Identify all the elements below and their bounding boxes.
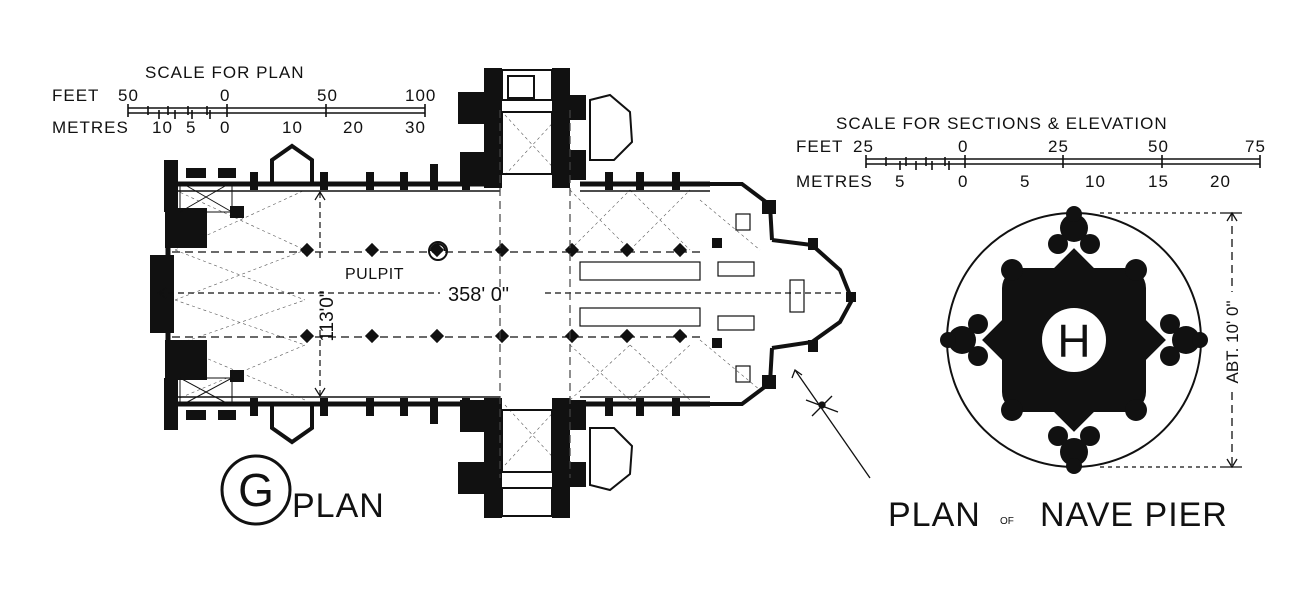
plan-scale-title: SCALE FOR PLAN	[145, 63, 305, 82]
section-scale-metres-tick: 20	[1210, 172, 1231, 191]
pier-letter-circle	[1042, 308, 1106, 372]
section-scale-metres-tick: 5	[1020, 172, 1030, 191]
vaulting-lines	[174, 114, 761, 466]
pier-caption-left: PLAN	[888, 496, 981, 534]
section-scale-feet-label: FEET	[796, 137, 843, 156]
plan-scale-metres-tick: 10	[282, 118, 303, 137]
plan-scale-metres-tick: 5	[186, 118, 196, 137]
west-towers	[150, 160, 244, 430]
plan-scale-feet-tick: 100	[405, 86, 436, 105]
pier-letter: H	[1057, 315, 1090, 367]
plan-scale-feet-tick: 0	[220, 86, 230, 105]
dimension-lines	[156, 110, 845, 478]
plan-scale-metres-tick: 20	[343, 118, 364, 137]
plan-scale: SCALE FOR PLAN FEET 50 0 50 100 METRES 1…	[52, 63, 436, 137]
nave-pier-plan: H ABT. 10' 0"	[940, 206, 1242, 474]
plan-caption: G PLAN	[220, 454, 385, 526]
plan-length-dimension: 358' 0"	[448, 284, 509, 306]
inner-wall-lines	[172, 190, 710, 398]
section-scale-metres-tick: 10	[1085, 172, 1106, 191]
outer-walls	[165, 181, 710, 407]
pulpit-label: PULPIT	[345, 266, 404, 283]
section-scale-feet-tick: 50	[1148, 137, 1169, 156]
plan-scale-feet-tick: 50	[118, 86, 139, 105]
section-scale-metres-label: METRES	[796, 172, 873, 191]
plan-letter: G	[238, 464, 274, 516]
plan-scale-metres-tick: 0	[220, 118, 230, 137]
section-scale: SCALE FOR SECTIONS & ELEVATION FEET 25 0…	[796, 114, 1266, 191]
pier-dimension-label: ABT. 10' 0"	[1223, 301, 1242, 384]
choir-apse	[579, 182, 856, 406]
plan-letter-circle	[220, 454, 292, 526]
plan-scale-feet-tick: 50	[317, 86, 338, 105]
section-scale-feet-tick: 75	[1245, 137, 1266, 156]
cathedral-floor-plan: PULPIT 113'0" 358' 0"	[150, 68, 871, 518]
pier-dimension-line	[1100, 211, 1242, 469]
plan-scale-metres-tick: 30	[405, 118, 426, 137]
section-scale-title: SCALE FOR SECTIONS & ELEVATION	[836, 114, 1168, 133]
pulpit-stair-icon	[428, 241, 448, 261]
plan-scale-metres-label: METRES	[52, 118, 129, 137]
pier-caption: PLAN OF NAVE PIER	[888, 496, 1228, 534]
section-scale-feet-tick: 0	[958, 137, 968, 156]
section-scale-feet-tick: 25	[853, 137, 874, 156]
plan-scale-feet-label: FEET	[52, 86, 99, 105]
pier-caption-of: OF	[1000, 516, 1014, 527]
section-scale-metres-tick: 15	[1148, 172, 1169, 191]
plan-caption-text: PLAN	[292, 487, 385, 525]
section-scale-metres-tick: 5	[895, 172, 905, 191]
west-tower-bays	[179, 181, 233, 407]
section-scale-bar	[865, 155, 1261, 170]
south-transept	[458, 398, 634, 518]
section-scale-feet-tick: 25	[1048, 137, 1069, 156]
plan-scale-bar	[127, 104, 426, 119]
section-scale-metres-tick: 0	[958, 172, 968, 191]
side-porches	[270, 143, 314, 445]
pier-caption-right: NAVE PIER	[1040, 496, 1228, 534]
north-transept	[458, 68, 634, 188]
plan-width-dimension: 113'0"	[317, 290, 338, 341]
plan-scale-metres-tick: 10	[152, 118, 173, 137]
north-arrow-icon	[791, 368, 871, 479]
